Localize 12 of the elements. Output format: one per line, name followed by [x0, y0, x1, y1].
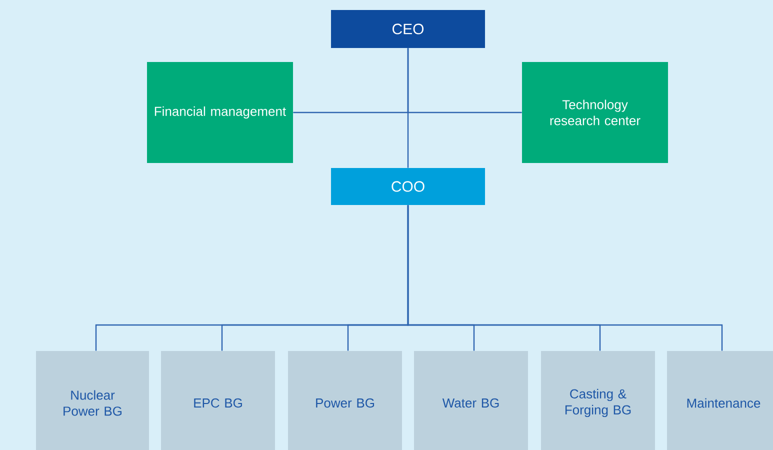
connector-line [407, 205, 723, 351]
business-group-box: Casting & Forging BG [541, 351, 655, 450]
business-group-box: EPC BG [161, 351, 275, 450]
connector-line [407, 48, 409, 168]
business-group-box: Maintenance [667, 351, 773, 450]
department-box: Financial management [147, 62, 293, 163]
executive-box: COO [331, 168, 485, 205]
business-group-box: Water BG [414, 351, 528, 450]
business-group-box: Power BG [288, 351, 402, 450]
department-box: Technology research center [522, 62, 668, 163]
business-group-box: Nuclear Power BG [36, 351, 149, 450]
executive-box: CEO [331, 10, 485, 48]
